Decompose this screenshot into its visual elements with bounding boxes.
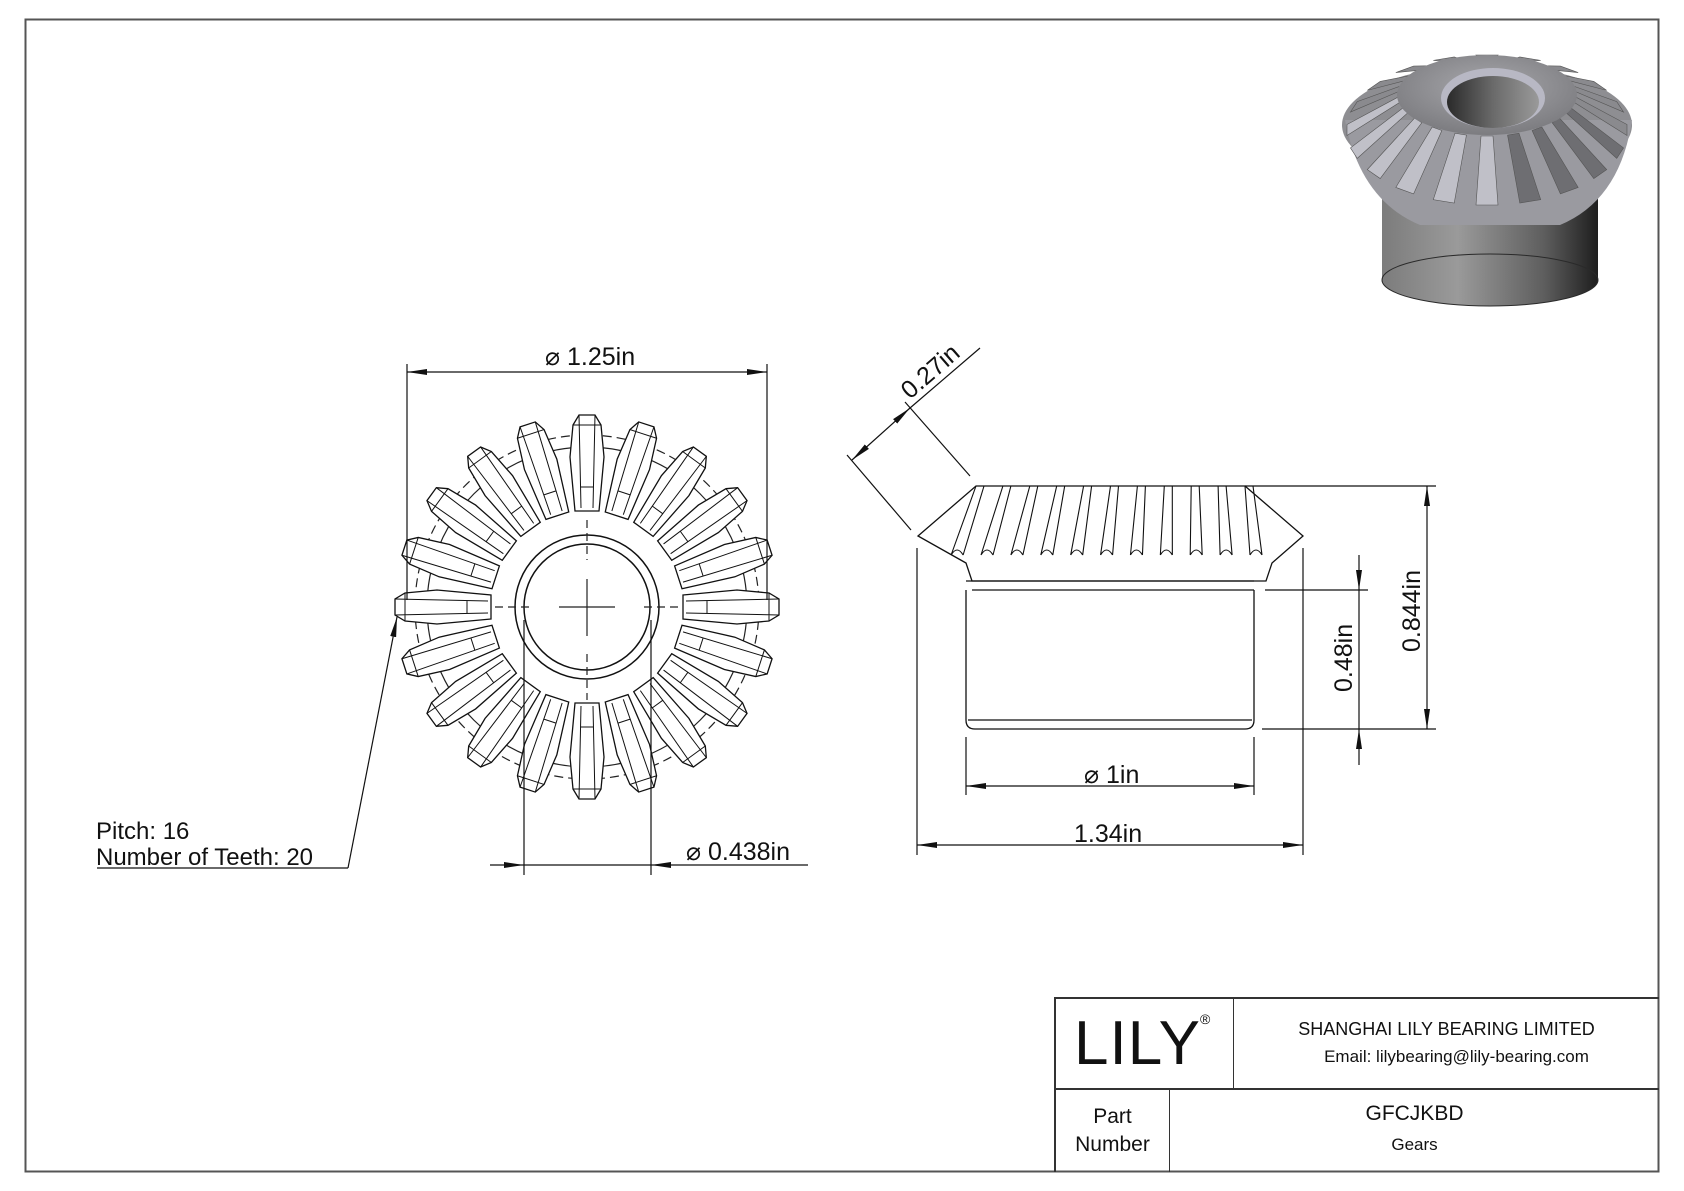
logo-cell: LILY ® — [1056, 999, 1234, 1090]
gear-tooth — [673, 624, 773, 678]
company-cell: SHANGHAI LILY BEARING LIMITED Email: lil… — [1234, 999, 1659, 1090]
dim-hub-diameter-label: ⌀ 1in — [1084, 761, 1139, 789]
dim-overall-width — [916, 548, 1304, 855]
teeth-note: Number of Teeth: 20 — [96, 844, 313, 871]
side-view — [916, 485, 1304, 730]
gear-tooth — [682, 589, 780, 625]
dim-bore-diameter-label: ⌀ 0.438in — [686, 838, 790, 866]
part-number: GFCJKBD — [1365, 1102, 1464, 1125]
part-number-label-cell: Part Number — [1056, 1090, 1170, 1172]
gear-tooth — [656, 486, 748, 562]
dim-outer-diameter — [406, 364, 768, 600]
gear-tooth — [394, 589, 492, 625]
dim-overall-width-label: 1.34in — [1074, 820, 1142, 848]
number-label: Number — [1075, 1133, 1150, 1156]
sheet-border — [24, 18, 1660, 1173]
dim-overall-height — [1245, 485, 1436, 730]
gear-tooth — [516, 693, 570, 793]
gear-tooth — [466, 676, 542, 768]
dim-face-width — [846, 347, 981, 531]
dim-hub-length-label: 0.48in — [1330, 624, 1358, 692]
company-logo: LILY — [1074, 1009, 1201, 1078]
hub-outline — [965, 590, 1255, 730]
gear-tooth — [426, 652, 518, 728]
dim-overall-height-label: 0.844in — [1398, 570, 1426, 652]
company-email: Email: lilybearing@lily-bearing.com — [1324, 1047, 1589, 1066]
dim-bore-diameter — [490, 620, 808, 875]
part-info-cell: GFCJKBD Gears — [1170, 1090, 1659, 1172]
company-name: SHANGHAI LILY BEARING LIMITED — [1298, 1019, 1595, 1039]
gear-tooth — [401, 624, 501, 678]
gear-teeth — [394, 414, 780, 800]
side-teeth — [950, 485, 1263, 556]
gear-tooth — [673, 536, 773, 590]
gear-tooth — [604, 693, 658, 793]
iso-gear-render — [1342, 54, 1632, 307]
dim-hub-diameter — [965, 737, 1255, 795]
gear-tooth — [604, 421, 658, 521]
gear-tooth — [516, 421, 570, 521]
gear-tooth — [656, 652, 748, 728]
part-category: Gears — [1391, 1135, 1438, 1154]
dim-face-width-label: 0.27in — [896, 339, 966, 405]
gear-tooth — [569, 414, 605, 512]
gear-tooth — [466, 446, 542, 538]
gear-tooth — [632, 446, 708, 538]
gear-note-leader — [97, 616, 398, 869]
part-label: Part — [1093, 1105, 1132, 1128]
gear-tooth — [569, 702, 605, 800]
gear-tooth — [426, 486, 518, 562]
gear-tooth — [632, 676, 708, 768]
registered-mark: ® — [1200, 1011, 1211, 1027]
dim-outer-diameter-label: ⌀ 1.25in — [545, 343, 635, 371]
dim-hub-length — [1265, 555, 1368, 765]
title-block: LILY ® SHANGHAI LILY BEARING LIMITED Ema… — [1054, 997, 1659, 1172]
pitch-note: Pitch: 16 — [96, 818, 189, 845]
centerlines — [495, 520, 680, 700]
gear-crown-outline — [916, 485, 1304, 582]
front-view: ⌀ 1.25in ⌀ 0.438in Pitch: 16 Number of T… — [96, 343, 808, 875]
